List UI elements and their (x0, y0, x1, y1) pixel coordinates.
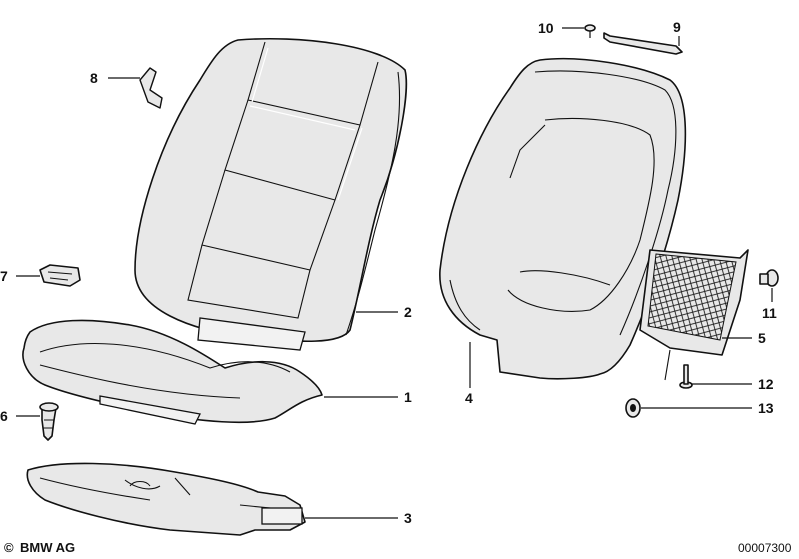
callout-7: 7 (0, 268, 8, 284)
callout-1: 1 (404, 389, 412, 405)
seat-base-part-3 (26, 462, 306, 536)
callout-11: 11 (762, 305, 777, 321)
callout-9: 9 (673, 19, 681, 35)
expanding-rivet-part-6 (39, 402, 59, 441)
leader-lines (16, 27, 773, 519)
wire-hook-part-8 (139, 67, 163, 109)
backrest-pad-part-2 (134, 37, 408, 351)
diagram-code: 00007300 (738, 541, 792, 555)
backrest-rear-panel-part-4 (439, 57, 687, 380)
clip-part-7 (39, 264, 81, 287)
callout-4: 4 (465, 390, 473, 406)
callout-5: 5 (758, 330, 766, 346)
map-pocket-net-part-5 (639, 249, 749, 381)
trim-strip-part-9 (603, 32, 683, 55)
callout-12: 12 (758, 376, 774, 392)
footer: © BMW AG 00007300 (4, 540, 792, 555)
nut-part-13 (625, 398, 641, 418)
knob-part-11 (759, 269, 779, 287)
callout-numbers: 1 2 3 4 5 6 7 8 9 10 11 12 13 (0, 19, 777, 526)
callout-10: 10 (538, 20, 554, 36)
copyright-symbol: © (4, 540, 14, 555)
callout-6: 6 (0, 408, 8, 424)
seat-cushion-pad-part-1 (22, 319, 323, 425)
callout-8: 8 (90, 70, 98, 86)
callout-13: 13 (758, 400, 774, 416)
screw-part-12 (679, 364, 693, 389)
callout-3: 3 (404, 510, 412, 526)
brand-label: BMW AG (20, 540, 75, 555)
screw-part-10 (584, 24, 596, 38)
callout-2: 2 (404, 304, 412, 320)
